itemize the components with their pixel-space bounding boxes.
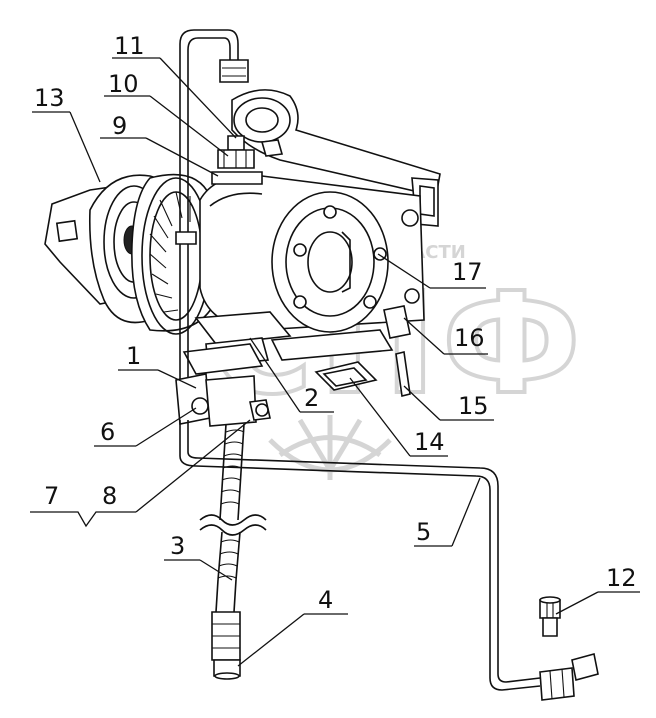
callout-16: 16: [454, 324, 485, 352]
callout-9: 9: [112, 112, 127, 140]
bearing-housing: [199, 174, 425, 339]
leader-lines: [30, 57, 640, 667]
callout-4: 4: [318, 586, 333, 614]
oil-return-pipe: [179, 420, 599, 701]
callout-10: 10: [108, 70, 139, 98]
drain-clamp: [175, 373, 271, 427]
callout-5: 5: [416, 518, 431, 546]
oil-feed-pipe: [175, 29, 249, 386]
hose-corrugation-lower: [217, 539, 240, 579]
drain-hose: [199, 423, 267, 680]
callout-7: 7: [44, 482, 59, 510]
callout-2: 2: [304, 384, 319, 412]
callout-3: 3: [170, 532, 185, 560]
turbine-housing: [44, 173, 217, 335]
callout-12: 12: [606, 564, 637, 592]
callout-13: 13: [34, 84, 65, 112]
callout-15: 15: [458, 392, 489, 420]
hose-corrugation-upper: [220, 429, 245, 505]
callout-labels: 11 10 13 9 17 16 1 2 15 6 14 7 8 5 3 12 …: [34, 32, 637, 614]
oil-drain-flange: [182, 311, 411, 397]
housing-ribs: [149, 191, 191, 313]
callout-11: 11: [114, 32, 145, 60]
adapter-fitting-12: [539, 596, 561, 637]
callout-14: 14: [414, 428, 445, 456]
callout-17: 17: [452, 258, 483, 286]
callout-8: 8: [102, 482, 117, 510]
callout-6: 6: [100, 418, 115, 446]
callout-1: 1: [126, 342, 141, 370]
